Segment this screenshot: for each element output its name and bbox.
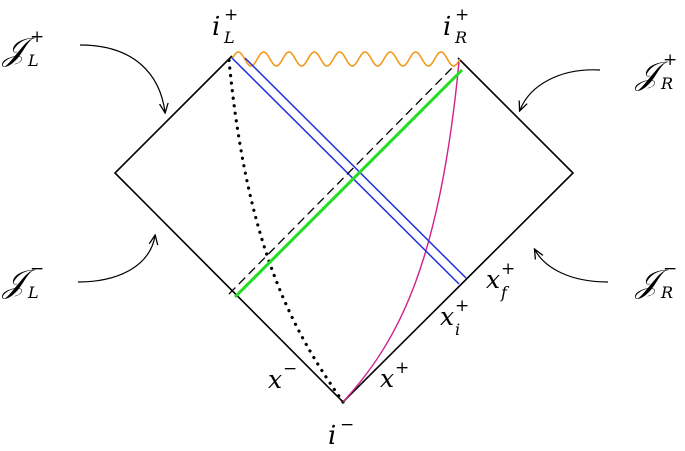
label-i-minus: i − <box>328 415 354 451</box>
arrow-scri-L-plus <box>79 44 165 112</box>
green-line <box>233 68 464 299</box>
svg-text:R: R <box>454 28 467 47</box>
svg-text:i: i <box>443 12 451 42</box>
arrow-scri-L-minus <box>77 236 155 283</box>
label-x-f-plus: x + f <box>486 259 515 302</box>
label-scri-R-plus: 𝒥 + R <box>634 50 677 93</box>
arrow-scri-R-plus <box>520 69 601 110</box>
svg-text:+: + <box>455 5 469 25</box>
label-i-R-plus: i + R <box>443 5 469 47</box>
penrose-outline <box>113 55 575 404</box>
svg-text:−: − <box>663 259 677 279</box>
svg-text:L: L <box>27 283 39 302</box>
svg-text:−: − <box>340 415 354 435</box>
svg-text:−: − <box>283 359 297 379</box>
label-scri-L-plus: 𝒥 + L <box>1 27 44 70</box>
label-scri-R-minus: 𝒥 − R <box>634 259 677 302</box>
svg-text:R: R <box>660 283 673 302</box>
svg-text:+: + <box>455 296 469 316</box>
magenta-worldline <box>342 61 460 403</box>
blue-line-outer <box>244 57 467 279</box>
blue-line-inner <box>231 57 460 285</box>
svg-text:i: i <box>455 320 460 339</box>
svg-text:x: x <box>380 364 394 393</box>
svg-text:+: + <box>663 50 677 70</box>
svg-text:−: − <box>30 259 44 279</box>
svg-text:x: x <box>268 365 282 394</box>
dotted-curve <box>227 58 345 404</box>
label-x-minus: x − <box>268 359 297 394</box>
svg-text:f: f <box>500 283 510 302</box>
svg-text:x: x <box>486 265 500 294</box>
svg-text:+: + <box>501 259 515 279</box>
singularity-wavy-line <box>231 51 461 67</box>
label-x-i-plus: x + i <box>440 296 469 339</box>
dashed-line <box>228 67 453 295</box>
svg-text:i: i <box>328 421 336 451</box>
svg-text:L: L <box>27 51 39 70</box>
svg-text:+: + <box>224 5 238 25</box>
label-x-plus: x + <box>380 358 409 393</box>
svg-text:L: L <box>223 28 235 47</box>
svg-text:+: + <box>395 358 409 378</box>
svg-text:x: x <box>440 302 454 331</box>
arrow-scri-R-minus <box>535 250 609 283</box>
label-scri-L-minus: 𝒥 − L <box>1 259 44 302</box>
svg-text:R: R <box>660 74 673 93</box>
label-i-L-plus: i + L <box>212 5 238 47</box>
svg-text:+: + <box>30 27 44 47</box>
svg-text:i: i <box>212 12 220 42</box>
